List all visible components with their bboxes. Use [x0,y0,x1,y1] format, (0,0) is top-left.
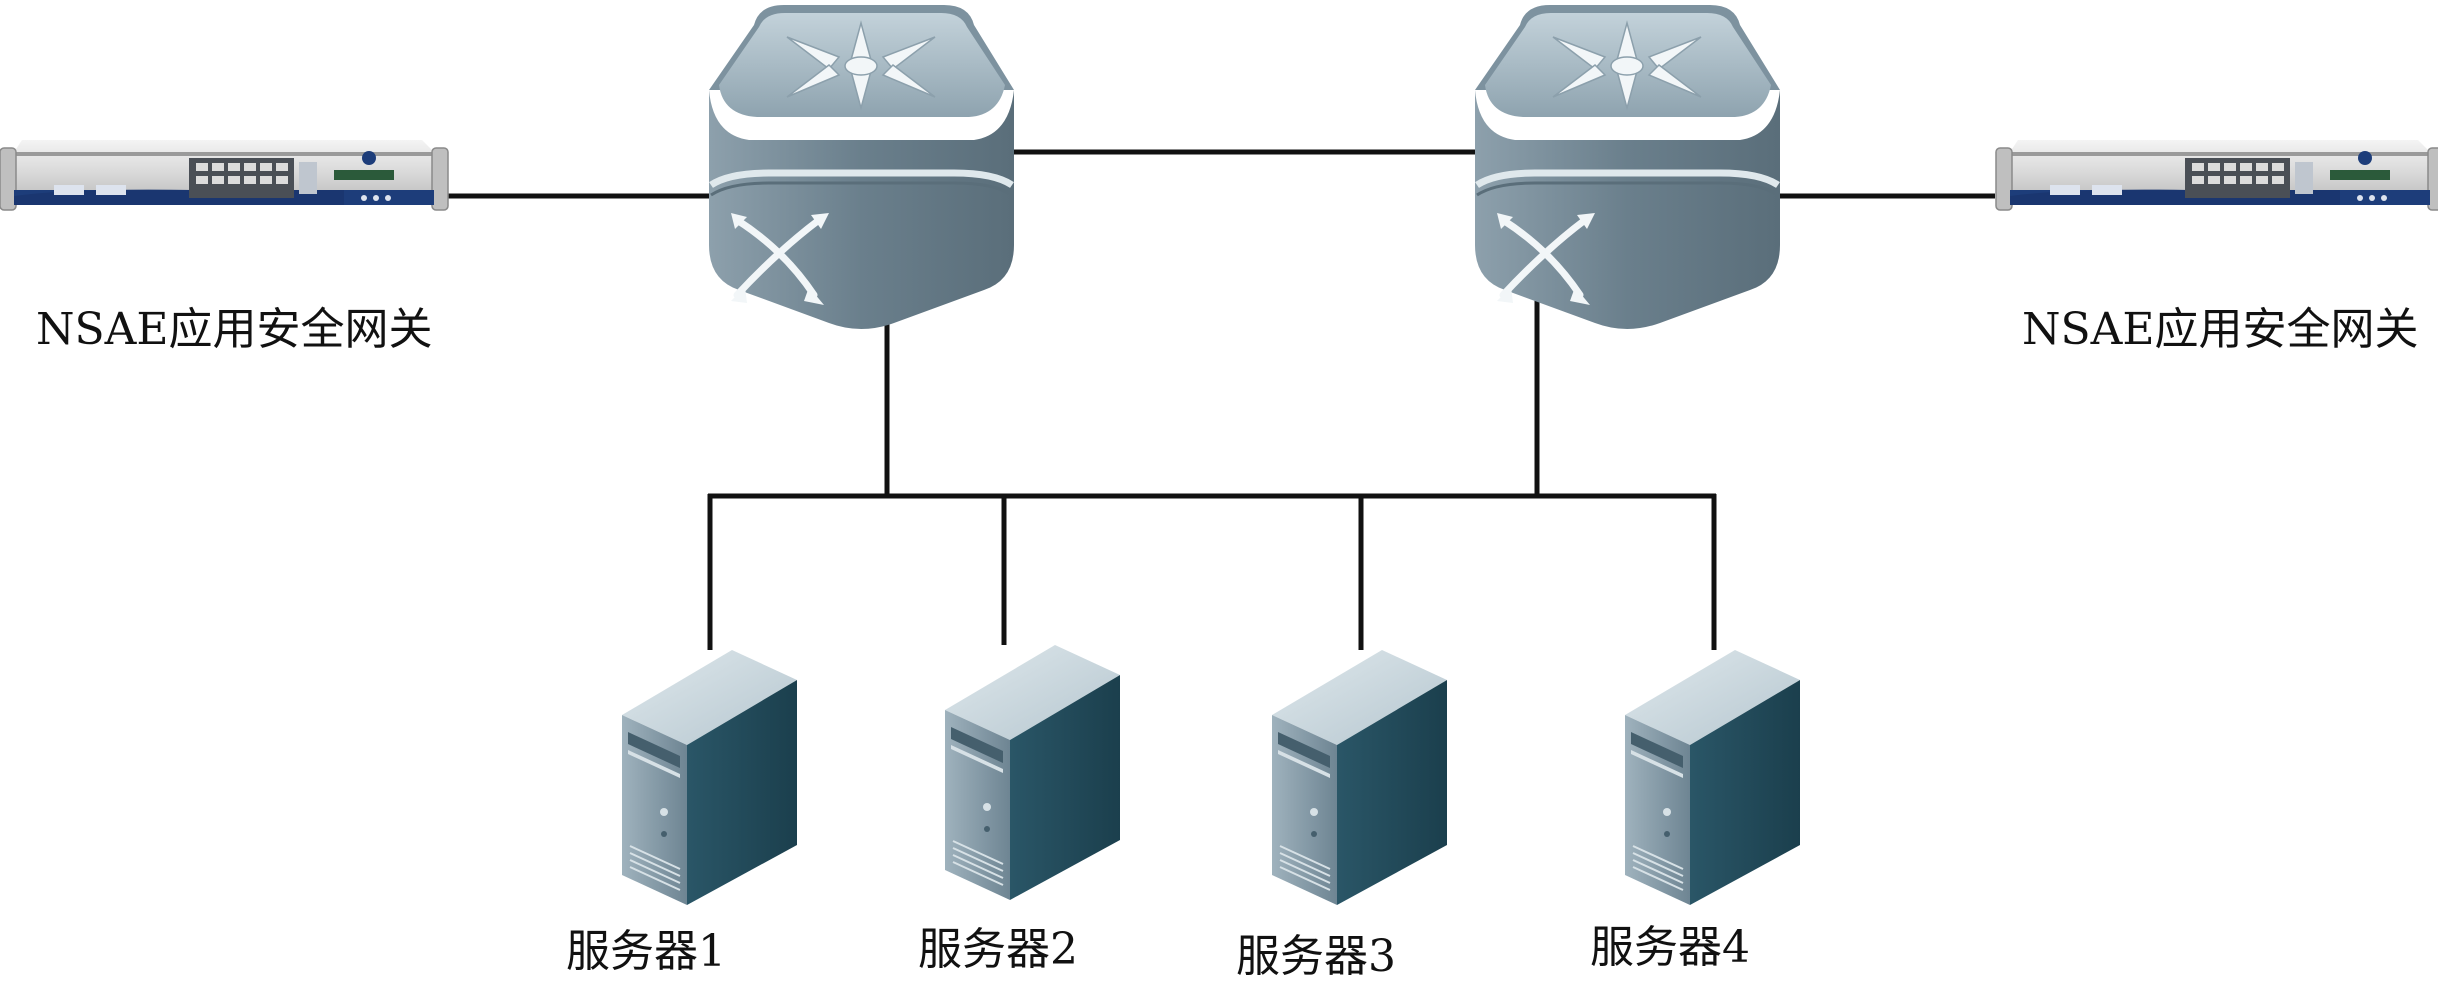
gateway-label-left: NSAE应用安全网关 [36,304,433,355]
tower-server-icon[interactable] [944,644,1121,901]
server-label-4: 服务器4 [1590,922,1750,973]
network-links [435,149,1995,650]
server-label-1: 服务器1 [566,926,726,977]
rack-appliance-icon[interactable] [0,139,449,211]
core-switch-icon[interactable] [709,5,1014,329]
gateway-label-right: NSAE应用安全网关 [2022,304,2419,355]
server-label-2: 服务器2 [918,924,1078,975]
tower-server-icon[interactable] [1271,649,1448,906]
core-switch-icon[interactable] [1475,5,1780,329]
server-label-3: 服务器3 [1236,931,1396,982]
rack-appliance-icon[interactable] [1995,139,2438,211]
tower-server-icon[interactable] [621,649,798,906]
tower-server-icon[interactable] [1624,649,1801,906]
